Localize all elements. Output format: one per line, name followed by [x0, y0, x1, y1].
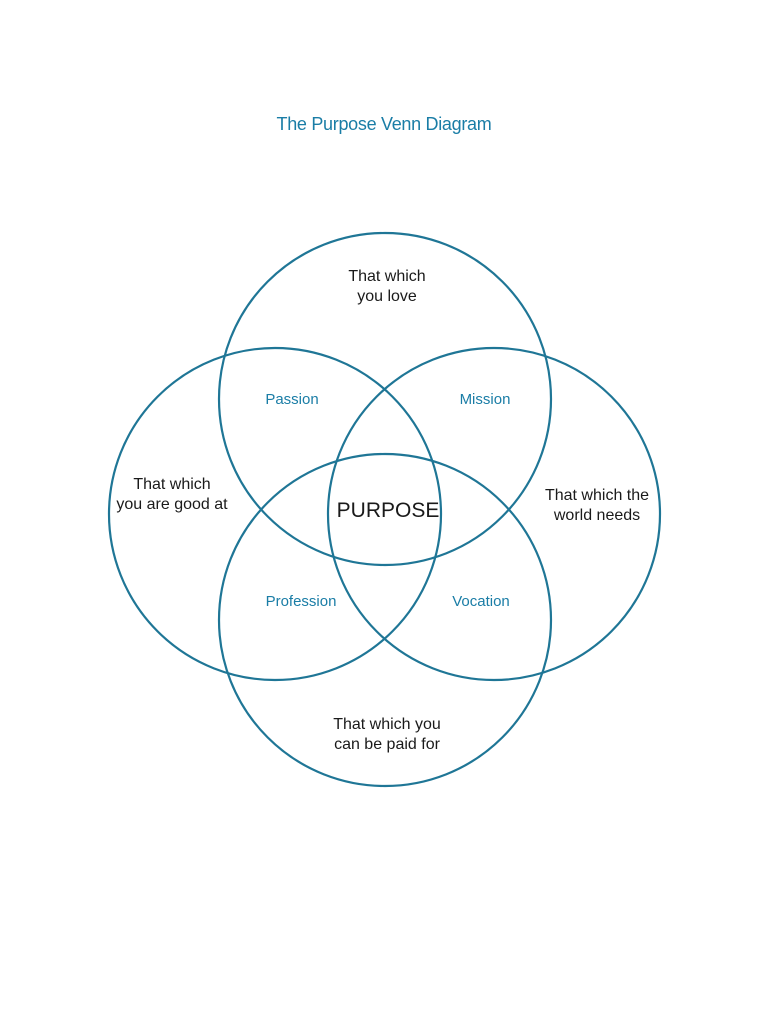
label-passion: Passion: [265, 391, 318, 408]
label-good-at-line2: you are good at: [116, 496, 228, 513]
label-vocation: Vocation: [452, 593, 510, 610]
circle-love: [217, 231, 553, 567]
circle-good-at: [107, 346, 443, 682]
circle-world-needs: [326, 346, 662, 682]
label-good-at-line1: That which: [133, 476, 210, 493]
label-paid-for-line1: That which you: [333, 716, 441, 733]
page-title: The Purpose Venn Diagram: [276, 114, 492, 134]
label-mission: Mission: [460, 391, 511, 408]
label-purpose: PURPOSE: [337, 499, 440, 522]
label-paid-for-line2: can be paid for: [334, 736, 441, 753]
label-love-line1: That which: [348, 268, 425, 285]
label-love-line2: you love: [357, 288, 417, 305]
label-world-needs-line1: That which the: [545, 487, 649, 504]
circle-paid-for: [217, 452, 553, 788]
label-profession: Profession: [266, 593, 337, 610]
label-world-needs-line2: world needs: [553, 507, 640, 524]
